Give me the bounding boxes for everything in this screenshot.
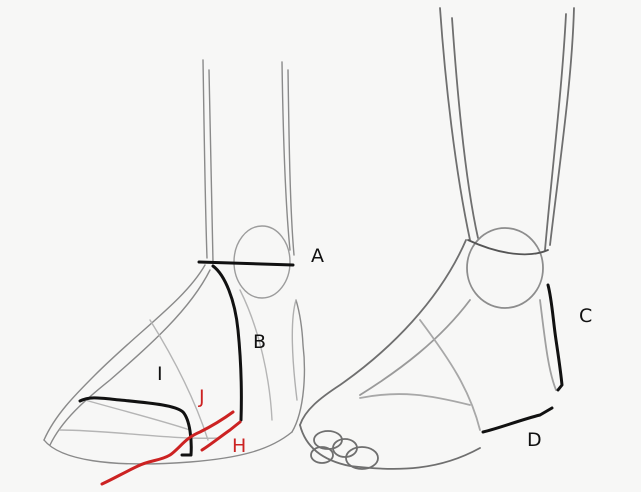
label-i: I (157, 365, 163, 384)
red-ink-annotations (102, 412, 240, 484)
black-ink-annotations (80, 262, 562, 455)
right-foot-pencil-sketch (300, 8, 574, 469)
line-d (483, 408, 552, 432)
label-c: C (579, 307, 592, 326)
label-j: J (199, 388, 205, 407)
left-foot-pencil-sketch (44, 60, 304, 464)
label-b: B (253, 333, 266, 352)
label-h: H (232, 437, 246, 456)
label-a: A (311, 247, 324, 266)
line-i (80, 398, 191, 455)
label-d: D (527, 431, 542, 450)
line-c (548, 285, 562, 390)
line-b (213, 266, 241, 420)
